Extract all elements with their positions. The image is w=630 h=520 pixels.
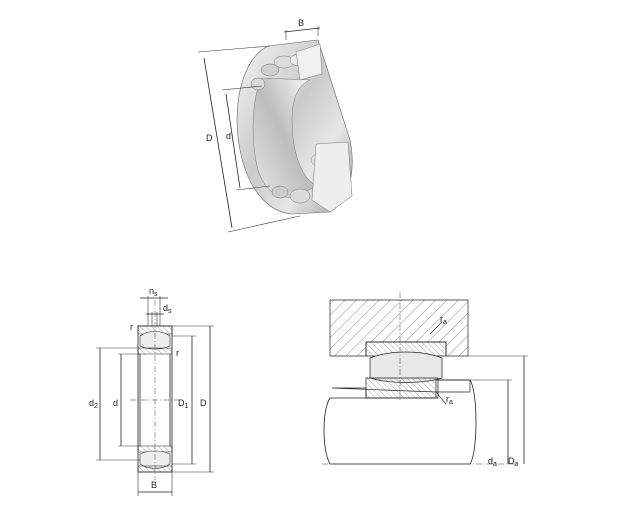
iso-label-B: B	[298, 18, 304, 28]
mounting-view: ra ra da Da	[322, 292, 528, 468]
label-ra-top: ra	[440, 314, 447, 326]
iso-label-D: D	[206, 133, 213, 143]
label-ns: ns	[149, 286, 158, 298]
section-top-cross	[137, 325, 173, 355]
label-D: D	[200, 398, 207, 408]
iso-label-d: d	[226, 131, 231, 141]
label-ra-bottom: ra	[446, 394, 453, 406]
section-view: ns ds r r d2 d D1 D B	[89, 286, 214, 496]
iso-rollers-top	[250, 53, 311, 91]
label-d-bore: d	[113, 398, 118, 408]
label-r-side: r	[176, 348, 179, 358]
label-da: da	[488, 456, 497, 468]
label-D1: D1	[178, 398, 189, 410]
label-Da: Da	[508, 456, 519, 468]
iso-bearing-view: D d B	[197, 18, 353, 233]
label-ds: ds	[163, 303, 172, 315]
label-B: B	[151, 480, 157, 490]
label-r-top: r	[130, 322, 133, 332]
label-d2: d2	[89, 398, 98, 410]
